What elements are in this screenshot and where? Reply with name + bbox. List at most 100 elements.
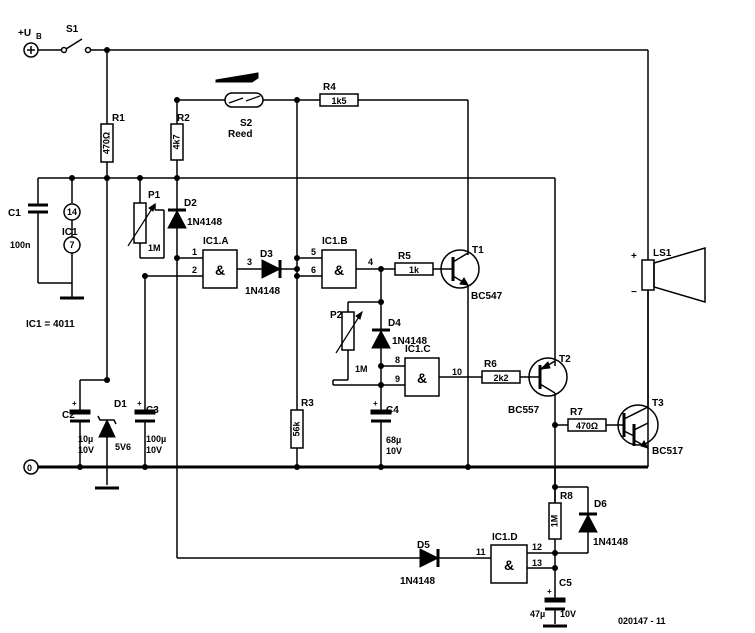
c3-voltage: 10V xyxy=(146,445,162,455)
svg-text:+: + xyxy=(547,587,552,596)
r2-value: 4k7 xyxy=(171,134,181,149)
t3-value: BC517 xyxy=(652,446,684,457)
t1-label: T1 xyxy=(472,245,484,256)
ic1-supply-pins: 14 IC1 7 xyxy=(62,203,81,254)
d4-value: 1N4148 xyxy=(392,336,427,347)
zener-diode-d1: D1 5V6 xyxy=(97,399,131,452)
t1-value: BC547 xyxy=(471,291,503,302)
ic1b-pin-in1: 5 xyxy=(311,247,316,257)
ic1-vss-pin: 7 xyxy=(69,240,74,250)
supply-plus-subscript: B xyxy=(36,32,42,41)
c2-value: 10µ xyxy=(78,434,93,444)
resistor-r1: 470Ω R1 xyxy=(100,113,125,163)
r4-label: R4 xyxy=(323,82,336,93)
ic1b-pin-in2: 6 xyxy=(311,265,316,275)
ic1-label: IC1 xyxy=(62,227,78,238)
r3-label: R3 xyxy=(301,398,314,409)
potentiometer-p2: P2 1M xyxy=(330,310,368,374)
transistor-t3: T3 BC517 xyxy=(617,398,684,457)
d1-value: 5V6 xyxy=(115,442,131,452)
c2-voltage: 10V xyxy=(78,445,94,455)
ic1c-label: IC1.C xyxy=(405,344,431,355)
ic1-type-note: IC1 = 4011 xyxy=(26,319,75,330)
svg-text:+: + xyxy=(137,399,142,408)
c4-label: C4 xyxy=(386,405,399,416)
diode-d5: D5 1N4148 xyxy=(400,540,440,587)
ic1-vdd-pin: 14 xyxy=(67,207,77,217)
r4-value: 1k5 xyxy=(331,96,346,106)
t2-label: T2 xyxy=(559,354,571,365)
r1-label: R1 xyxy=(112,113,125,124)
d3-value: 1N4148 xyxy=(245,286,280,297)
r5-label: R5 xyxy=(398,251,411,262)
switch-s1: S1 xyxy=(38,24,92,54)
r8-value: 1M xyxy=(549,515,559,528)
d5-label: D5 xyxy=(417,540,430,551)
capacitor-c4: + C4 68µ 10V xyxy=(370,399,402,456)
ic1b-pin-out: 4 xyxy=(368,257,373,267)
supply-plus-label: +U xyxy=(18,28,31,39)
resistor-r6: 2k2 R6 xyxy=(481,359,521,384)
ls1-minus: − xyxy=(631,287,637,298)
r2-label: R2 xyxy=(177,113,190,124)
ic1b-label: IC1.B xyxy=(322,236,348,247)
resistor-r7: 470Ω R7 xyxy=(567,407,607,432)
ground-label: 0 xyxy=(27,463,32,473)
p2-label: P2 xyxy=(330,310,343,321)
ic1c-pin-in2: 9 xyxy=(395,374,400,384)
r3-value: 56k xyxy=(291,421,301,437)
c5-value: 47µ xyxy=(530,609,545,619)
r1-value: 470Ω xyxy=(101,132,111,154)
r7-value: 470Ω xyxy=(576,421,598,431)
c3-value: 100µ xyxy=(146,434,166,444)
diode-d6: D6 1N4148 xyxy=(578,499,628,548)
c4-value: 68µ xyxy=(386,435,401,445)
transistor-t2: T2 BC557 xyxy=(508,354,571,416)
c3-label: C3 xyxy=(146,405,159,416)
p1-value: 1M xyxy=(148,243,161,253)
d6-label: D6 xyxy=(594,499,607,510)
resistor-r8: 1M R8 xyxy=(548,491,573,540)
c5-voltage: 10V xyxy=(560,609,576,619)
svg-text:+: + xyxy=(373,399,378,408)
resistor-r3: 56k R3 xyxy=(290,398,314,449)
r5-value: 1k xyxy=(409,265,420,275)
ic1d-label: IC1.D xyxy=(492,532,518,543)
ic1d-pin-in3: 13 xyxy=(532,558,542,568)
p1-label: P1 xyxy=(148,190,161,201)
d4-label: D4 xyxy=(388,318,401,329)
gate-ic1-a: & IC1.A 1 2 3 xyxy=(192,236,252,289)
capacitor-c1: C1 100n xyxy=(8,203,48,250)
d2-label: D2 xyxy=(184,198,197,209)
ground-terminal: 0 xyxy=(23,459,39,475)
resistor-r4: 1k5 R4 xyxy=(319,82,359,107)
gate-ic1-b: & IC1.B 5 6 4 xyxy=(311,236,373,289)
ic1a-symbol: & xyxy=(215,262,225,278)
r6-value: 2k2 xyxy=(493,373,508,383)
t2-value: BC557 xyxy=(508,405,540,416)
ic1d-pin-in1: 11 xyxy=(476,547,486,557)
c5-label: C5 xyxy=(559,578,572,589)
potentiometer-p1: P1 1M xyxy=(127,190,161,253)
junction-dots xyxy=(69,47,558,571)
ic1c-pin-out: 10 xyxy=(452,367,462,377)
s2-type: Reed xyxy=(228,129,252,140)
supply-terminal-plus: +U B xyxy=(18,28,42,58)
t3-label: T3 xyxy=(652,398,664,409)
d6-value: 1N4148 xyxy=(593,537,628,548)
transistor-t1: T1 BC547 xyxy=(440,245,503,302)
ic1d-pin-in2: 12 xyxy=(532,542,542,552)
capacitor-c5: + C5 47µ 10V xyxy=(530,578,576,619)
ls1-label: LS1 xyxy=(653,248,672,259)
c1-label: C1 xyxy=(8,208,21,219)
drawing-code: 020147 - 11 xyxy=(618,616,666,626)
d5-value: 1N4148 xyxy=(400,576,435,587)
s1-label: S1 xyxy=(66,24,79,35)
capacitor-c2: + C2 10µ 10V xyxy=(62,399,94,455)
svg-text:+: + xyxy=(72,399,77,408)
capacitor-c3: + C3 100µ 10V xyxy=(134,399,166,455)
r7-label: R7 xyxy=(570,407,583,418)
ic1d-symbol: & xyxy=(504,557,514,573)
reed-switch-s2: S2 Reed xyxy=(215,72,264,140)
